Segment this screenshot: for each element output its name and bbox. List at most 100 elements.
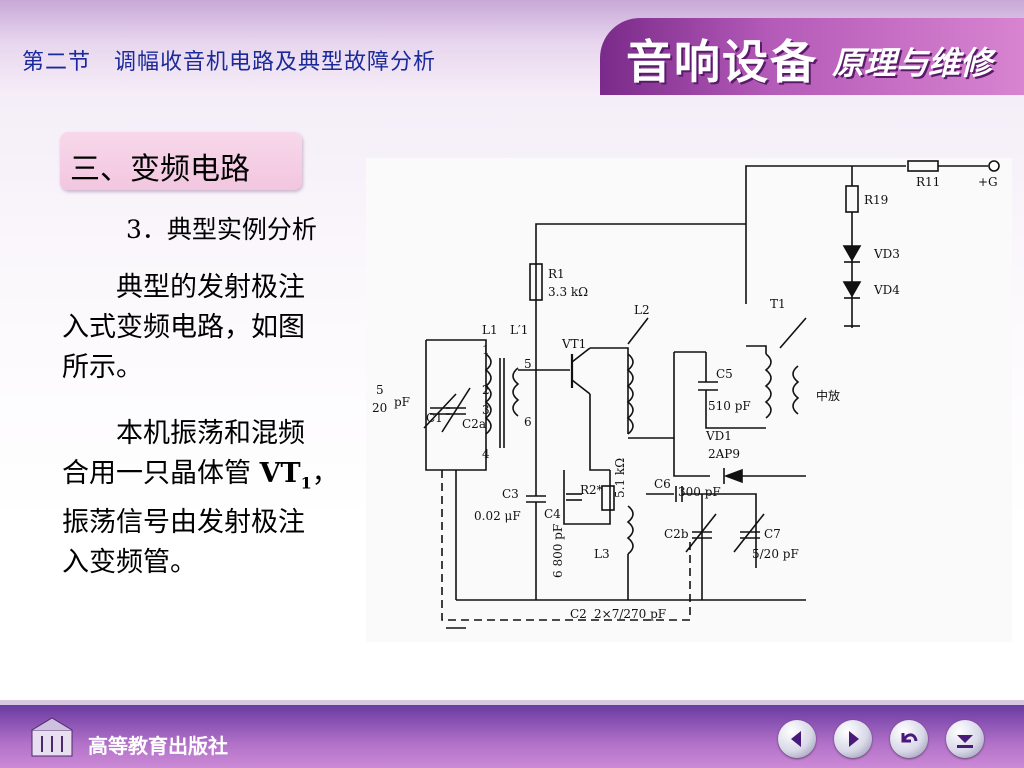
paragraph-2-line-1: 本机振荡和混频 xyxy=(116,418,305,449)
paragraph-2-line-2: 合用一只晶体管 VT1， xyxy=(62,454,362,503)
paragraph-1-line-3: 所示。 xyxy=(62,352,143,383)
label-vd4: VD4 xyxy=(873,283,900,297)
label-c2: C2 xyxy=(570,607,587,621)
page-heading: 三、变频电路 xyxy=(70,152,250,187)
resistor-r11 xyxy=(907,160,939,172)
label-c7: C7 xyxy=(764,527,781,541)
paragraph-1: 典型的发射极注 入式变频电路，如图 所示。 xyxy=(62,268,362,388)
resistor-r2 xyxy=(601,485,615,511)
label-c1: C1 xyxy=(426,411,443,425)
label-pin2: 2 xyxy=(482,383,490,397)
transistor-collector xyxy=(571,347,591,363)
wire xyxy=(628,352,675,439)
terminal-g xyxy=(988,160,1000,172)
transistor-label: VT1 xyxy=(259,458,312,493)
diode-vd1 xyxy=(723,468,743,484)
label-c5: C5 xyxy=(716,367,733,381)
label-c3: C3 xyxy=(502,487,519,501)
return-button[interactable] xyxy=(890,720,928,758)
transistor-emitter xyxy=(571,379,591,395)
diode-vd4 xyxy=(842,281,862,298)
label-pin1: 1 xyxy=(482,343,490,357)
brand-panel xyxy=(600,18,1024,95)
label-c1-num: 5 xyxy=(376,383,384,397)
label-c6-value: 300 pF xyxy=(678,485,721,499)
label-vt1: VT1 xyxy=(561,337,586,351)
trim-arrow xyxy=(733,513,765,553)
label-c6: C6 xyxy=(654,477,671,491)
coil-l2-adjust xyxy=(627,317,649,345)
comma: ， xyxy=(311,458,339,489)
r2-frame xyxy=(563,470,611,525)
return-icon xyxy=(901,733,918,743)
coil-t1-secondary xyxy=(792,365,800,415)
label-c2-value: 2×7/270 pF xyxy=(594,607,666,621)
wire xyxy=(673,438,710,477)
transistor-name: VT xyxy=(259,458,301,489)
resistor-r1 xyxy=(529,263,543,301)
wire xyxy=(746,345,767,354)
coil-l2 xyxy=(626,353,634,435)
section-title: 第二节 调幅收音机电路及典型故障分析 xyxy=(22,50,437,75)
label-g: +G xyxy=(978,175,998,189)
previous-icon xyxy=(791,731,801,747)
circuit-diagram: R11 +G R19 VD3 VD4 R1 3.3 kΩ L1 L′1 VT1 … xyxy=(366,158,1012,642)
wire xyxy=(682,493,757,568)
label-vd3: VD3 xyxy=(873,247,900,261)
label-c2b: C2b xyxy=(664,527,689,541)
previous-button[interactable] xyxy=(778,720,816,758)
trim-arrow xyxy=(423,393,457,429)
subheading: 3．典型实例分析 xyxy=(126,215,317,244)
exit-button[interactable] xyxy=(946,720,984,758)
coil-t1-adjust xyxy=(779,317,807,349)
diode-vd3 xyxy=(842,245,862,262)
header-bar xyxy=(0,0,1024,95)
label-vd1-type: 2AP9 xyxy=(708,447,740,461)
footer-divider xyxy=(0,700,1024,706)
label-c5-value: 510 pF xyxy=(708,399,751,413)
next-icon xyxy=(849,731,859,747)
coil-l1p xyxy=(512,367,520,417)
paragraph-1-line-2: 入式变频电路，如图 xyxy=(62,312,305,343)
paragraph-1-line-1: 典型的发射极注 xyxy=(116,272,305,303)
tune-arrow xyxy=(685,513,717,553)
wire xyxy=(589,394,610,471)
label-pin4: 4 xyxy=(482,447,490,461)
label-r2: R2* xyxy=(580,483,603,497)
brand-title: 音响设备 xyxy=(626,35,818,89)
label-l1p: L′1 xyxy=(510,323,528,337)
coil-t1-primary xyxy=(764,353,772,419)
exit-icon xyxy=(957,735,973,748)
label-pin6: 6 xyxy=(524,415,532,429)
label-vd1: VD1 xyxy=(705,429,732,443)
label-c1-unit: pF xyxy=(394,395,410,409)
label-r1: R1 xyxy=(548,267,565,281)
paragraph-2-line-4: 入变频管。 xyxy=(62,547,197,579)
label-pin3: 3 xyxy=(482,403,490,417)
label-r11: R11 xyxy=(916,175,940,189)
label-r19: R19 xyxy=(864,193,888,207)
brand-subtitle: 原理与维修 xyxy=(832,44,993,82)
tank-frame xyxy=(425,339,487,471)
next-button[interactable] xyxy=(834,720,872,758)
label-l2: L2 xyxy=(634,303,650,317)
wire xyxy=(590,347,629,434)
coil-l3 xyxy=(626,505,634,555)
label-pin5: 5 xyxy=(524,357,532,371)
label-if-amp: 中放 xyxy=(816,388,840,403)
wire xyxy=(535,223,746,412)
resistor-r19 xyxy=(845,185,859,213)
coil-l1 xyxy=(484,353,492,435)
publisher-logo-icon xyxy=(31,717,73,757)
label-l1: L1 xyxy=(482,323,498,337)
label-c3-value: 0.02 μF xyxy=(474,509,521,523)
label-c4-value: 6 800 pF xyxy=(551,524,565,578)
label-r1-value: 3.3 kΩ xyxy=(548,285,588,299)
label-c4: C4 xyxy=(544,507,561,521)
label-c1-den: 20 xyxy=(372,401,387,415)
transistor-sub: 1 xyxy=(300,473,312,493)
tune-arrow xyxy=(441,387,471,433)
label-r-5k1: 5.1 kΩ xyxy=(613,458,627,498)
wire xyxy=(705,390,766,429)
paragraph-2-line-2-text: 合用一只晶体管 xyxy=(62,458,260,489)
